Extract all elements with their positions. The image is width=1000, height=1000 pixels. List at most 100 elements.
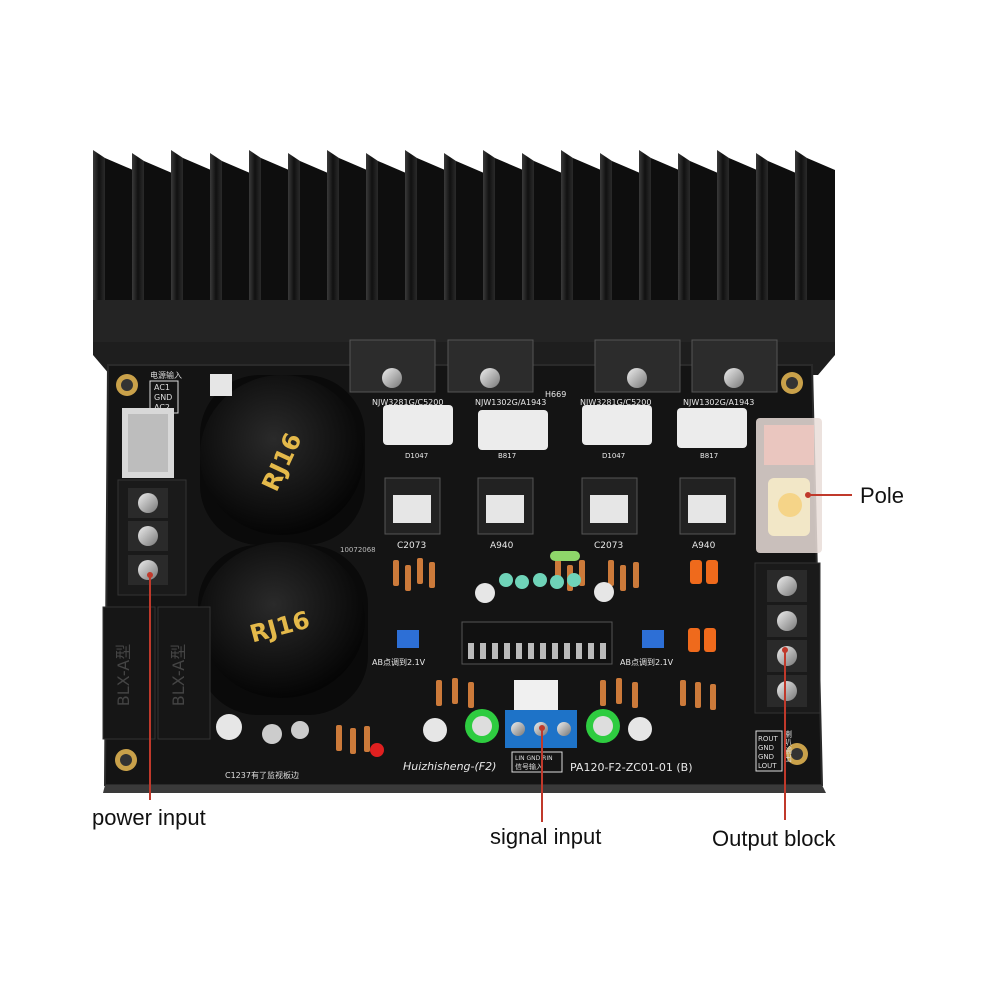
filter-capacitor-top: RJ16 [200,375,365,545]
resistor [429,562,435,588]
small-code: 10072068 [340,546,376,554]
led [370,743,384,757]
power-input-label: power input [92,805,206,830]
heatsink-fin [132,153,144,300]
resistor [633,562,639,588]
heatsink-fin [366,153,378,300]
ic-pin [492,643,498,659]
driver-tab [393,495,431,523]
heatsink-fin-shadow [417,158,445,300]
ceramic-capacitor [499,573,513,587]
diode [550,551,580,561]
heatsink-fin-shadow [495,158,523,300]
heatsink-fin-shadow [261,158,289,300]
trimmer-potentiometer [642,630,664,648]
heatsink-fin [756,153,768,300]
heatsink-fin-shadow [534,161,562,300]
heatsink-fin-shadow [183,158,211,300]
resistor [393,560,399,586]
resistor [608,560,614,586]
resistor [632,682,638,708]
ic-pin [600,643,606,659]
heatsink-fin-shadow [456,161,484,300]
output-block-label: Output block [712,826,836,851]
ab-note: AB点调到2.1V [372,658,426,667]
driver-tab [688,495,726,523]
heatsink-fin [93,150,105,300]
bottom-note: C1237有了监视板边 [225,770,299,780]
heatsink-fin [249,150,261,300]
heatsink-fin-shadow [612,161,640,300]
heatsink-fin-shadow [222,161,250,300]
heatsink-fin [639,150,651,300]
ic-pin [552,643,558,659]
driver-label: A940 [490,541,514,551]
svg-text:BLX-A型: BLX-A型 [169,644,188,706]
mounting-holes [115,372,808,771]
heatsink-fin [288,153,300,300]
driver-code: B817 [700,452,718,460]
relay [756,418,822,553]
svg-text:BLX-A型: BLX-A型 [114,644,133,706]
heatsink-fin [171,150,183,300]
ceramic-resistors [383,405,747,450]
heatsink-fin [444,153,456,300]
ic-pin [576,643,582,659]
power-transistors [349,339,778,393]
film-capacitor [690,560,702,584]
svg-text:AC2: AC2 [154,403,170,412]
svg-text:LOUT: LOUT [758,762,777,770]
electrolytic-capacitor [594,582,614,602]
callout-lines [147,492,852,822]
heatsink-fin [717,150,729,300]
svg-text:电源输入: 电源输入 [150,370,182,380]
svg-text:GND: GND [758,753,774,761]
driver-tab [486,495,524,523]
heatsink-fin-shadow [807,158,835,300]
svg-text:喇叭输出: 喇叭输出 [784,729,793,763]
svg-text:GND: GND [758,744,774,752]
driver-code: B817 [498,452,516,460]
ic-pin [516,643,522,659]
transistor-label: NJW3281G/C5200 [372,398,443,407]
film-capacitor [704,628,716,652]
film-capacitor [688,628,700,652]
heatsink-fin [600,153,612,300]
heatsink-fin [210,153,222,300]
heatsink-fin [483,150,495,300]
transistor-screw [724,368,744,388]
ceramic-capacitor [567,573,581,587]
heatsink-fin-shadow [729,158,757,300]
heatsink-fin-shadow [300,161,328,300]
driver-code: D1047 [405,452,428,460]
heatsink-fin-shadow [651,158,679,300]
heatsink-fin [522,153,534,300]
resistor [680,680,686,706]
brand-text: Huizhisheng-(F2) [403,760,496,773]
heatsink-fin-shadow [339,158,367,300]
resistor [364,726,370,752]
ic-chip [461,621,613,665]
resistor [405,565,411,591]
transistor-label: NJW3281G/C5200 [580,398,651,407]
resistor [417,558,423,584]
ic-pin [504,643,510,659]
driver-label: C2073 [397,541,426,551]
driver-label: C2073 [594,541,623,551]
svg-text:ROUT: ROUT [758,735,778,743]
transistor-screw [382,368,402,388]
resistor [600,680,606,706]
film-capacitor [706,560,718,584]
ic-pin [480,643,486,659]
ceramic-capacitor [533,573,547,587]
model-text: PA120-F2-ZC01-01 (B) [570,761,693,774]
ab-note: AB点调到2.1V [620,658,674,667]
small-components [336,551,718,757]
transistor-label: NJW1302G/A1943 [683,398,754,407]
ic-pin [564,643,570,659]
resistor [710,684,716,710]
ceramic-capacitor [550,575,564,589]
resistor [695,682,701,708]
power-input-header: 电源输入 AC1 GND AC2 [122,370,232,478]
